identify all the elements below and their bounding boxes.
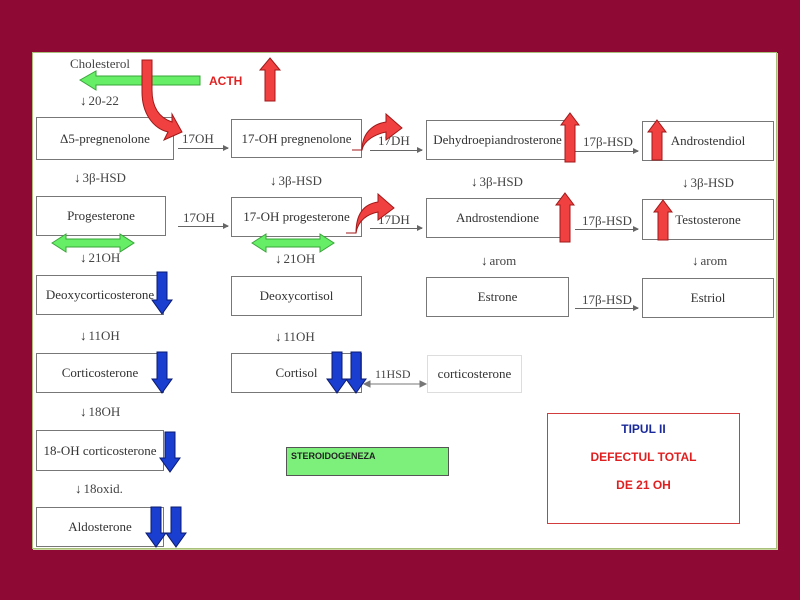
- estrone-label: Estrone: [477, 289, 518, 304]
- corticosterone-small-label: corticosterone: [437, 366, 512, 381]
- tip-line3: DE 21 OH: [616, 478, 671, 492]
- down-arrow-cortisol-2: [345, 351, 367, 394]
- acth-green-arrow: [79, 70, 201, 91]
- arrow-17bhsd-a: [575, 148, 639, 154]
- steroidogeneza-box: STEROIDOGENEZA: [286, 447, 449, 476]
- androstendiol-box: Androstendiol: [642, 121, 774, 161]
- enzyme-17bhsd-c: 17β-HSD: [582, 292, 632, 307]
- oh18-corticosterone-box: 18-OH corticosterone: [36, 430, 164, 471]
- arrow-17dh-b: [370, 225, 423, 231]
- oh17-pregnenolone-box: 17-OH pregnenolone: [231, 119, 362, 158]
- dhea-label: Dehydroepiandrosterone: [433, 132, 562, 147]
- oh17-progesterone-box: 17-OH progesterone: [231, 197, 362, 237]
- arrow-17oh-a: [178, 145, 229, 151]
- deoxycortisol-label: Deoxycortisol: [259, 288, 334, 303]
- enzyme-17oh-a: 17OH: [182, 131, 214, 146]
- enzyme-21oh-b: 21OH: [275, 251, 316, 267]
- enzyme-18oh: 18OH: [80, 404, 121, 420]
- aldosterone-box: Aldosterone: [36, 507, 164, 547]
- pregnenolone-box: Δ5-pregnenolone: [36, 117, 174, 160]
- up-arrow-acth: [258, 57, 282, 102]
- progesterone-label: Progesterone: [67, 208, 135, 223]
- green-double-arrow-17oh-progesterone: [251, 233, 335, 253]
- deoxycorticosterone-label: Deoxycorticosterone: [45, 287, 155, 302]
- enzyme-arom-b: arom: [692, 253, 728, 269]
- enzyme-3bhsd-b: 3β-HSD: [270, 173, 322, 189]
- androstendiol-label: Androstendiol: [670, 133, 746, 148]
- enzyme-3bhsd-a: 3β-HSD: [74, 170, 126, 186]
- arrow-17bhsd-c: [575, 305, 639, 311]
- enzyme-17bhsd-b: 17β-HSD: [582, 213, 632, 228]
- down-arrow-cortisol-1: [326, 351, 348, 394]
- aldosterone-label: Aldosterone: [68, 519, 132, 534]
- enzyme-17dh-b: 17DH: [378, 212, 410, 227]
- red-curved-arrow-17dh-b: [346, 192, 395, 234]
- down-arrow-corticosterone: [151, 351, 173, 394]
- double-arrow-11hsd: [362, 380, 428, 388]
- enzyme-18oxid: 18oxid.: [75, 481, 123, 497]
- up-arrow-androstendiol: [647, 119, 667, 161]
- deoxycorticosterone-box: Deoxycorticosterone: [36, 275, 164, 315]
- enzyme-11oh-a: 11OH: [80, 328, 120, 344]
- arrow-17oh-b: [178, 223, 229, 229]
- enzyme-3bhsd-c: 3β-HSD: [471, 174, 523, 190]
- oh17-pregnenolone-label: 17-OH pregnenolone: [241, 130, 352, 146]
- testosterone-label: Testosterone: [675, 211, 741, 227]
- enzyme-11oh-b: 11OH: [275, 329, 315, 345]
- estriol-label: Estriol: [690, 290, 726, 305]
- estriol-box: Estriol: [642, 278, 774, 318]
- tip-line1: TIPUL II: [621, 422, 666, 436]
- estrone-box: Estrone: [426, 277, 569, 317]
- deoxycortisol-box: Deoxycortisol: [231, 276, 362, 316]
- steroidogeneza-label: STEROIDOGENEZA: [291, 451, 376, 461]
- corticosterone-label: Corticosterone: [61, 365, 139, 380]
- down-arrow-aldosterone-1: [145, 506, 167, 548]
- cholesterol-label: Cholesterol: [70, 56, 130, 71]
- arrow-17dh-a: [370, 147, 423, 153]
- up-arrow-dhea: [560, 112, 580, 163]
- up-arrow-testosterone: [653, 199, 673, 241]
- enzyme-11hsd: 11HSD: [375, 367, 411, 381]
- cortisol-label: Cortisol: [275, 365, 318, 380]
- tip-line2: DEFECTUL TOTAL: [590, 450, 697, 464]
- corticosterone-box: Corticosterone: [36, 353, 164, 393]
- enzyme-17bhsd-a: 17β-HSD: [583, 134, 633, 149]
- enzyme-3bhsd-d: 3β-HSD: [682, 175, 734, 191]
- oh17-progesterone-label: 17-OH progesterone: [243, 209, 350, 224]
- down-arrow-deoxycorticosterone: [151, 271, 173, 315]
- corticosterone-small-box: corticosterone: [427, 355, 522, 393]
- dhea-box: Dehydroepiandrosterone: [426, 120, 569, 160]
- enzyme-21oh-a: 21OH: [80, 250, 121, 266]
- green-double-arrow-progesterone: [51, 233, 135, 253]
- oh18-corticosterone-label: 18-OH corticosterone: [43, 442, 157, 458]
- red-curved-arrow-17dh-a: [352, 112, 403, 151]
- tip-box: TIPUL II DEFECTUL TOTAL DE 21 OH: [547, 413, 740, 524]
- red-curved-arrow-cholesterol: [141, 59, 183, 142]
- enzyme-arom-a: arom: [481, 253, 517, 269]
- androstendione-box: Androstendione: [426, 198, 569, 238]
- down-arrow-18oh-corticosterone: [159, 431, 181, 473]
- androstendione-label: Androstendione: [455, 210, 540, 225]
- down-arrow-aldosterone-2: [165, 506, 187, 548]
- up-arrow-androstendione: [555, 192, 575, 243]
- arrow-17bhsd-b: [575, 226, 639, 232]
- acth-label: ACTH: [209, 74, 243, 88]
- enzyme-20-22: 20-22: [80, 93, 119, 109]
- pregnenolone-label: Δ5-pregnenolone: [60, 130, 150, 146]
- enzyme-17oh-b: 17OH: [183, 210, 215, 225]
- progesterone-box: Progesterone: [36, 196, 166, 236]
